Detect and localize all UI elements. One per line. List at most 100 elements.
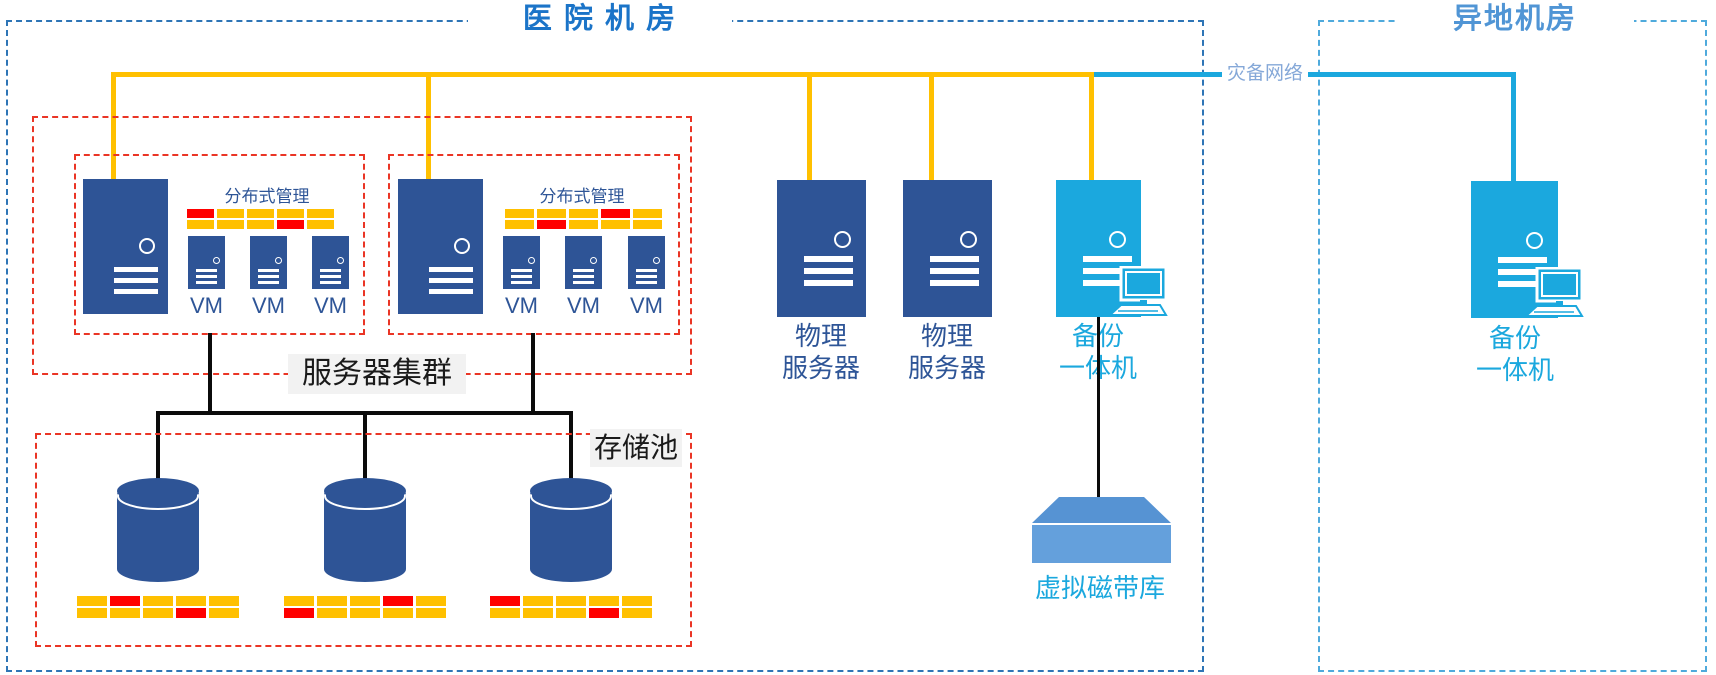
status-block-red (284, 608, 314, 618)
vm-label: VM (314, 293, 347, 318)
power-led-icon (1526, 232, 1543, 249)
vm-server (312, 236, 349, 289)
status-block-yellow (247, 220, 274, 229)
vm-server (250, 236, 287, 289)
dr-network-line-left (1094, 72, 1222, 77)
remote-backup-appliance-label: 备份 一体机 (1460, 322, 1570, 386)
status-block-yellow (217, 209, 244, 218)
status-block-yellow (284, 596, 314, 606)
physical-server-1-label-line1: 物理 (794, 321, 847, 351)
status-block-red (110, 596, 140, 606)
vm-server (565, 236, 602, 289)
vent-bar-icon (114, 289, 158, 294)
monitor-icon (1524, 267, 1584, 319)
status-block-red (601, 209, 630, 218)
vent-bar-icon (1083, 256, 1132, 262)
storage-pool-label: 存储池 (590, 429, 682, 467)
vent-bar-icon (1083, 268, 1132, 274)
vent-bar-icon (804, 268, 853, 274)
status-block-yellow (317, 596, 347, 606)
power-led-icon (590, 257, 597, 264)
status-block-yellow (523, 608, 553, 618)
virtual-tape-library (1032, 497, 1171, 563)
vent-bar-icon (930, 280, 979, 286)
tape-library-label: 虚拟磁带库 (1034, 573, 1165, 603)
dr-network-label: 灾备网络 (1226, 63, 1303, 84)
physical-server-1-label: 物理 服务器 (766, 320, 876, 384)
storage-cylinder (323, 477, 407, 583)
vm-server (503, 236, 540, 289)
physical-server-2-label: 物理 服务器 (892, 320, 1002, 384)
lan-drop-cluster2 (426, 72, 431, 180)
vm-label: VM (190, 293, 223, 318)
vent-bar-icon (804, 280, 853, 286)
storage-drop-1 (156, 411, 160, 479)
storage-cylinder (116, 477, 200, 583)
cluster1-box (74, 154, 365, 335)
lan-drop-cluster1 (111, 72, 116, 180)
vent-bar-icon (930, 268, 979, 274)
status-block-yellow (307, 220, 334, 229)
vent-bar-icon (930, 256, 979, 262)
dr-network-line-right (1308, 72, 1516, 77)
status-block-yellow (601, 220, 630, 229)
status-block-red (490, 596, 520, 606)
status-block-yellow (523, 596, 553, 606)
status-block-yellow (556, 596, 586, 606)
vent-bar-icon (1498, 281, 1547, 287)
status-block-red (176, 608, 206, 618)
status-block-yellow (209, 596, 239, 606)
status-block-yellow (110, 608, 140, 618)
vent-bar-icon (114, 267, 158, 272)
status-block-yellow (622, 596, 652, 606)
status-block-yellow (569, 220, 598, 229)
vent-bar-icon (258, 269, 279, 272)
vent-bar-icon (511, 269, 532, 272)
status-block-yellow (143, 608, 173, 618)
vent-bar-icon (1083, 280, 1132, 286)
distributed-mgmt-label-2: 分布式管理 (539, 187, 625, 206)
status-block-yellow (350, 608, 380, 618)
status-block-red (383, 596, 413, 606)
lan-drop-physical1 (807, 72, 812, 181)
status-block-yellow (505, 209, 534, 218)
vent-bar-icon (258, 275, 279, 278)
status-block-yellow (622, 608, 652, 618)
storage-link-cluster1 (208, 333, 212, 414)
vent-bar-icon (429, 289, 473, 294)
physical-server-2 (903, 180, 992, 317)
vent-bar-icon (573, 275, 594, 278)
power-led-icon (653, 257, 660, 264)
storage-cylinder (529, 477, 613, 583)
status-block-yellow (589, 596, 619, 606)
vm-server (188, 236, 225, 289)
power-led-icon (834, 231, 851, 248)
status-block-yellow (247, 209, 274, 218)
vm-label: VM (567, 293, 600, 318)
status-block-yellow (416, 596, 446, 606)
physical-server-2-label-line1: 物理 (920, 321, 973, 351)
power-led-icon (275, 257, 282, 264)
status-block-red (537, 220, 566, 229)
monitor-icon (1108, 266, 1168, 318)
vent-bar-icon (573, 281, 594, 284)
status-block-yellow (633, 209, 662, 218)
vm-label: VM (252, 293, 285, 318)
vm-server (628, 236, 665, 289)
storage-pool-box (35, 433, 692, 647)
power-led-icon (213, 257, 220, 264)
remote-backup-label-line2: 一体机 (1475, 355, 1554, 385)
status-block-red (277, 220, 304, 229)
status-block-yellow (176, 596, 206, 606)
status-block-yellow (537, 209, 566, 218)
status-block-yellow (143, 596, 173, 606)
vent-bar-icon (320, 275, 341, 278)
vent-bar-icon (196, 269, 217, 272)
power-led-icon (337, 257, 344, 264)
vent-bar-icon (636, 275, 657, 278)
lan-drop-physical2 (929, 72, 934, 181)
cluster2-host-server (398, 179, 483, 314)
vent-bar-icon (320, 269, 341, 272)
remote-room-title: 异地机房 (1396, 0, 1634, 38)
status-block-yellow (277, 209, 304, 218)
